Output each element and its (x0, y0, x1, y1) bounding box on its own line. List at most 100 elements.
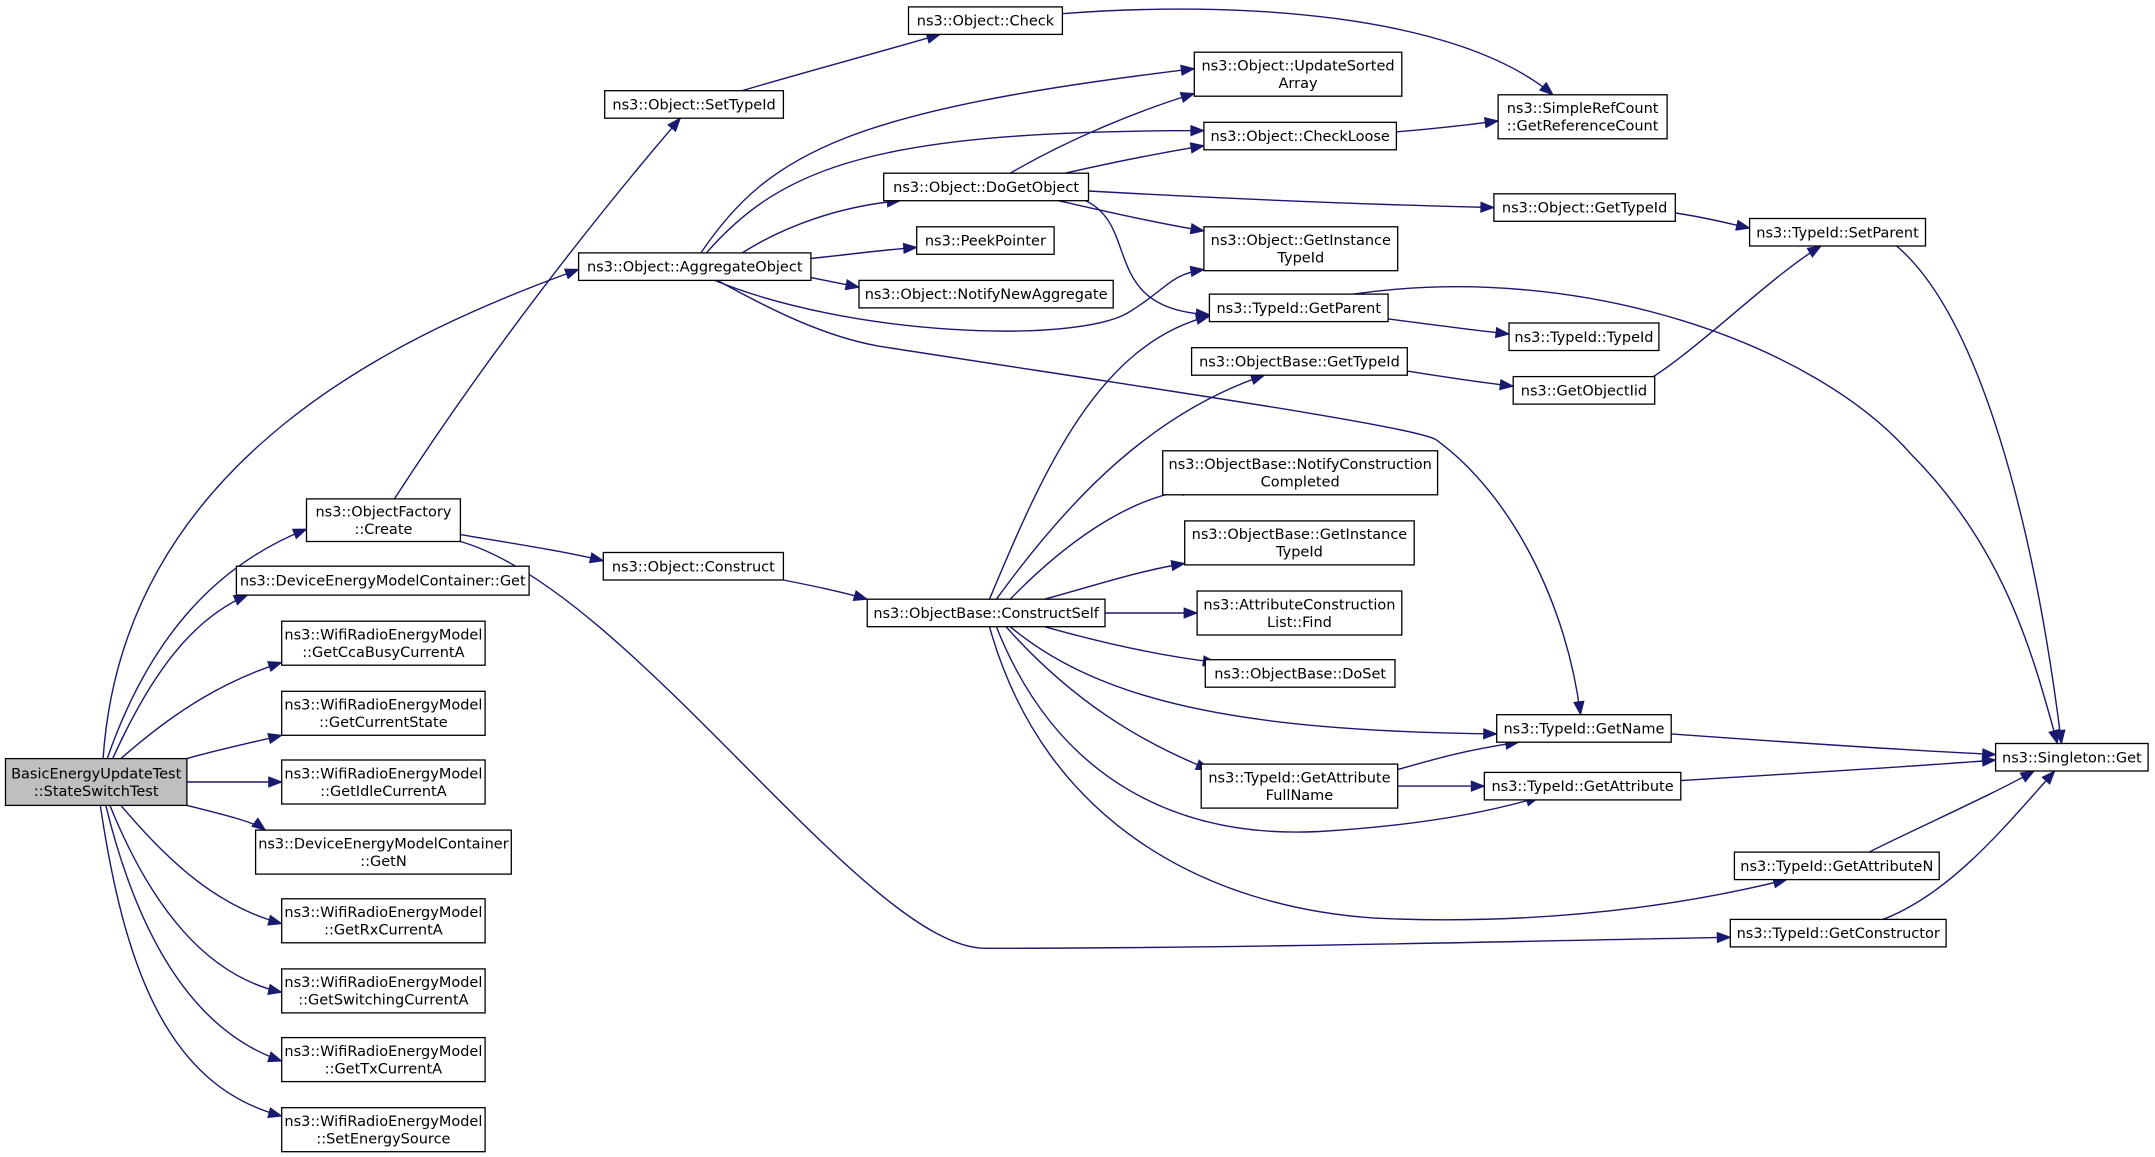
node-check-loose[interactable]: ns3::Object::CheckLoose (1203, 121, 1398, 151)
node-get-attribute-n[interactable]: ns3::TypeId::GetAttributeN (1733, 851, 1940, 881)
node-label: Completed (1261, 475, 1340, 491)
node-label: ns3::DeviceEnergyModelContainer (258, 836, 509, 852)
node-box (1162, 450, 1439, 496)
node-label: ::GetCurrentState (319, 715, 448, 731)
edge-get-constructor-to-singleton-get (1882, 769, 2056, 921)
node-box (907, 6, 1064, 36)
arrowhead (267, 1051, 284, 1063)
edge-line (1044, 626, 1217, 664)
arrowhead (1981, 755, 1998, 767)
node-box (281, 759, 486, 805)
edge-factory-create-to-set-typeid (393, 117, 682, 500)
node-get-parent[interactable]: ns3::TypeId::GetParent (1208, 293, 1389, 323)
arrowhead (1190, 124, 1206, 137)
node-get-object-iid[interactable]: ns3::GetObjectIid (1512, 375, 1656, 405)
edge-get-parent-to-typeid-typeid (1388, 318, 1511, 339)
node-set-typeid[interactable]: ns3::Object::SetTypeId (604, 90, 785, 119)
node-aggregate[interactable]: ns3::Object::AggregateObject (577, 252, 812, 282)
node-box (1184, 520, 1415, 566)
node-singleton-get[interactable]: ns3::Singleton::Get (1994, 742, 2149, 772)
node-get-state[interactable]: ns3::WifiRadioEnergyModel::GetCurrentSta… (281, 690, 486, 736)
edge-root-to-get-tx (105, 805, 284, 1063)
node-do-set[interactable]: ns3::ObjectBase::DoSet (1204, 659, 1396, 688)
edge-set-parent-to-singleton-get (1896, 245, 2066, 745)
node-obj-get-typeid[interactable]: ns3::Object::GetTypeId (1493, 193, 1676, 222)
arrowhead (1194, 313, 1211, 325)
edge-get-attribute-n-to-singleton-get (1868, 770, 2036, 853)
node-label: ::Create (354, 522, 412, 538)
node-box (1512, 375, 1656, 405)
edge-get-parent-to-singleton-get (1353, 286, 2060, 745)
node-demc-get[interactable]: ns3::DeviceEnergyModelContainer::Get (235, 565, 530, 596)
node-box (1994, 742, 2149, 772)
edge-check-loose-to-simple-ref (1396, 117, 1500, 133)
arrowhead (1538, 81, 1555, 96)
node-label: ns3::TypeId::GetConstructor (1737, 926, 1940, 942)
node-check[interactable]: ns3::Object::Check (907, 6, 1064, 36)
node-box (1493, 193, 1676, 222)
node-notify-new-agg[interactable]: ns3::Object::NotifyNewAggregate (858, 279, 1114, 309)
edge-get-attribute-to-singleton-get (1680, 755, 1998, 782)
node-box (281, 690, 486, 736)
node-get-tx[interactable]: ns3::WifiRadioEnergyModel::GetTxCurrentA (281, 1036, 486, 1083)
edge-line (1397, 741, 1519, 771)
edge-line (717, 279, 1582, 715)
arrowhead (267, 661, 284, 673)
node-label: ns3::TypeId::GetParent (1216, 301, 1381, 317)
arrowhead (1189, 265, 1206, 278)
node-get-rx[interactable]: ns3::WifiRadioEnergyModel::GetRxCurrentA (281, 898, 486, 944)
node-box (281, 620, 486, 666)
node-box (1508, 322, 1660, 352)
node-typeid-typeid[interactable]: ns3::TypeId::TypeId (1508, 322, 1660, 352)
edge-line (1062, 8, 1554, 96)
node-get-constructor[interactable]: ns3::TypeId::GetConstructor (1729, 918, 1947, 948)
node-get-switch[interactable]: ns3::WifiRadioEnergyModel::GetSwitchingC… (281, 968, 486, 1014)
edge-obj-get-typeid-to-set-parent (1675, 212, 1751, 231)
node-simple-ref[interactable]: ns3::SimpleRefCount::GetReferenceCount (1497, 94, 1668, 140)
arrowhead (1179, 91, 1196, 103)
node-notify-construction[interactable]: ns3::ObjectBase::NotifyConstructionCompl… (1162, 450, 1439, 496)
node-get-idle[interactable]: ns3::WifiRadioEnergyModel::GetIdleCurren… (281, 759, 486, 805)
edge-check-to-simple-ref (1062, 8, 1555, 96)
edge-factory-create-to-get-constructor (460, 540, 1732, 950)
edge-line (109, 805, 282, 993)
edge-get-object-iid-to-set-parent (1653, 245, 1823, 378)
node-get-cca[interactable]: ns3::WifiRadioEnergyModel::GetCcaBusyCur… (281, 620, 486, 666)
node-box (577, 252, 812, 282)
node-peek-pointer[interactable]: ns3::PeekPointer (916, 226, 1055, 255)
node-label: ns3::WifiRadioEnergyModel (284, 975, 482, 991)
node-construct-self[interactable]: ns3::ObjectBase::ConstructSelf (866, 598, 1106, 628)
edge-aggregate-to-get-instance-typeid (714, 265, 1206, 332)
edge-line (1868, 770, 2035, 853)
edge-line (1896, 245, 2063, 744)
node-label: ns3::Object::Construct (612, 559, 775, 575)
node-label: ::StateSwitchTest (34, 784, 159, 800)
node-label: ns3::WifiRadioEnergyModel (284, 905, 482, 921)
edge-root-to-factory-create (106, 528, 308, 759)
call-edges (99, 8, 2066, 1119)
node-root[interactable]: BasicEnergyUpdateTest::StateSwitchTest (4, 757, 188, 807)
node-label: ns3::TypeId::GetAttribute (1208, 770, 1390, 786)
node-factory-create[interactable]: ns3::ObjectFactory::Create (305, 498, 462, 543)
node-do-get-object[interactable]: ns3::Object::DoGetObject (883, 172, 1090, 202)
node-object-construct[interactable]: ns3::Object::Construct (602, 551, 785, 581)
node-get-name[interactable]: ns3::TypeId::GetName (1496, 714, 1672, 743)
node-box (1497, 94, 1668, 140)
arrowhead (563, 268, 580, 280)
edge-line (1388, 318, 1510, 335)
node-box (305, 498, 462, 543)
node-box (858, 279, 1114, 309)
node-set-source[interactable]: ns3::WifiRadioEnergyModel::SetEnergySour… (281, 1107, 486, 1153)
node-objbase-get-typeid[interactable]: ns3::ObjectBase::GetTypeId (1190, 347, 1408, 376)
node-demc-getn[interactable]: ns3::DeviceEnergyModelContainer::GetN (254, 829, 512, 875)
node-set-parent[interactable]: ns3::TypeId::SetParent (1748, 217, 1927, 247)
node-get-attribute[interactable]: ns3::TypeId::GetAttribute (1483, 771, 1682, 801)
arrowhead (1716, 931, 1732, 944)
edge-line (714, 268, 1205, 332)
